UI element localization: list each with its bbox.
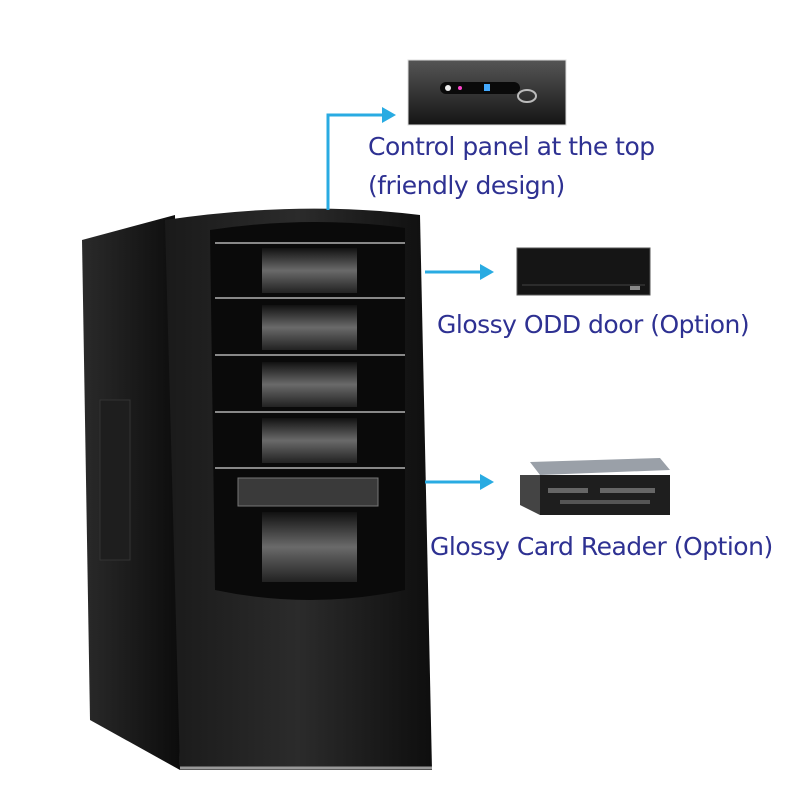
odd-door-thumbnail (516, 247, 651, 296)
card-reader-bay (237, 477, 379, 507)
card-reader-thumbnail (520, 458, 670, 515)
case-front-panel (165, 208, 432, 771)
odd-door-arrow (425, 264, 494, 280)
drive-bay (262, 418, 357, 463)
control-panel-caption: Control panel at the top (368, 132, 655, 161)
card-reader-arrow (425, 474, 494, 490)
control-panel-subcaption: (friendly design) (368, 171, 565, 200)
case-side-panel (82, 215, 180, 770)
drive-bay (262, 362, 357, 407)
drive-bay (262, 305, 357, 350)
card-reader-caption: Glossy Card Reader (Option) (430, 532, 773, 561)
control-panel-thumbnail (407, 59, 567, 126)
lower-bay (262, 512, 357, 582)
odd-door-caption: Glossy ODD door (Option) (437, 310, 750, 339)
control-panel-arrow (326, 107, 396, 210)
drive-bay (262, 248, 357, 293)
